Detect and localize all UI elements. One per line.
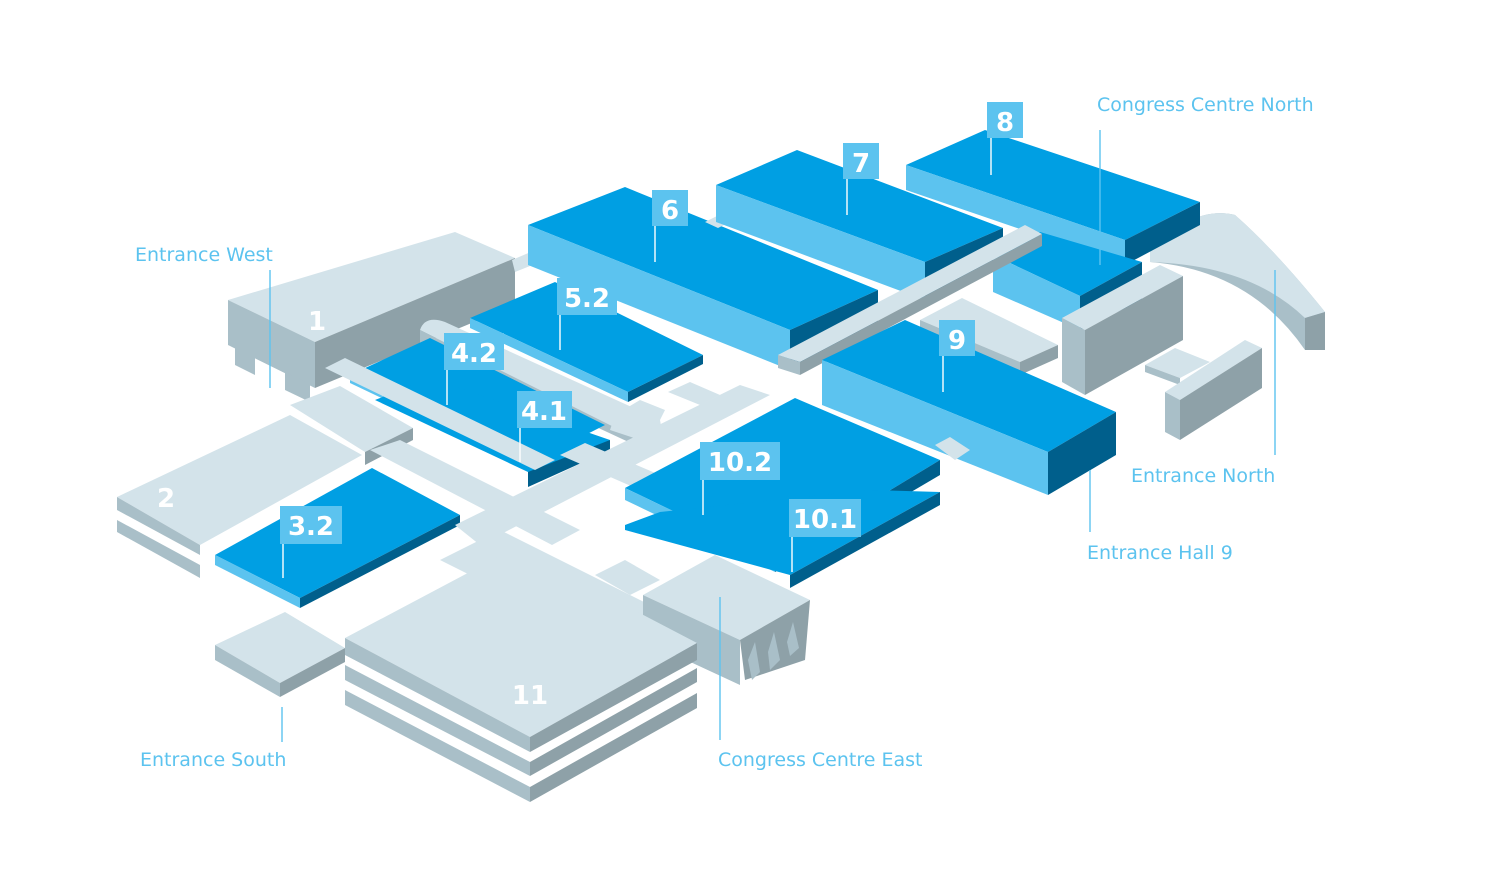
entrance-north-building bbox=[1145, 213, 1325, 440]
congress-centre-east-building bbox=[643, 555, 810, 685]
hall-6-label: 6 bbox=[661, 196, 679, 226]
hall-5-2[interactable] bbox=[470, 282, 703, 402]
hall-10-1[interactable] bbox=[625, 490, 940, 588]
entrance-south-label: Entrance South bbox=[140, 749, 286, 771]
congress-centre-north-label: Congress Centre North bbox=[1097, 94, 1314, 116]
walkway-main bbox=[778, 225, 1042, 375]
hall-1[interactable] bbox=[228, 232, 515, 402]
hall-5-2-label: 5.2 bbox=[564, 284, 610, 314]
hall-1-label: 1 bbox=[308, 307, 326, 337]
entrance-hall-9-label: Entrance Hall 9 bbox=[1087, 542, 1233, 564]
hall-10-2-label: 10.2 bbox=[708, 448, 772, 478]
congress-centre-north-building bbox=[1062, 265, 1183, 395]
hall-4-1-label: 4.1 bbox=[521, 397, 567, 427]
hall-11-label: 11 bbox=[512, 681, 548, 711]
hall-2-label: 2 bbox=[157, 484, 175, 514]
hall-10-1-label: 10.1 bbox=[793, 505, 857, 535]
entrance-west-label: Entrance West bbox=[135, 244, 273, 266]
entrance-north-label: Entrance North bbox=[1131, 465, 1275, 487]
hall-2[interactable] bbox=[117, 386, 413, 578]
entrance-south-building bbox=[215, 612, 345, 697]
hall-7-label: 7 bbox=[852, 149, 870, 179]
congress-centre-east-label: Congress Centre East bbox=[718, 749, 922, 771]
hall-11[interactable] bbox=[345, 548, 697, 802]
hall-9[interactable] bbox=[822, 320, 1116, 495]
hall-4-2-label: 4.2 bbox=[451, 339, 497, 369]
hall-9-label: 9 bbox=[948, 326, 966, 356]
hall-3-2-label: 3.2 bbox=[288, 512, 334, 542]
hall-8[interactable] bbox=[906, 130, 1200, 330]
hall-8-label: 8 bbox=[996, 108, 1014, 138]
walkway-west bbox=[325, 358, 555, 470]
